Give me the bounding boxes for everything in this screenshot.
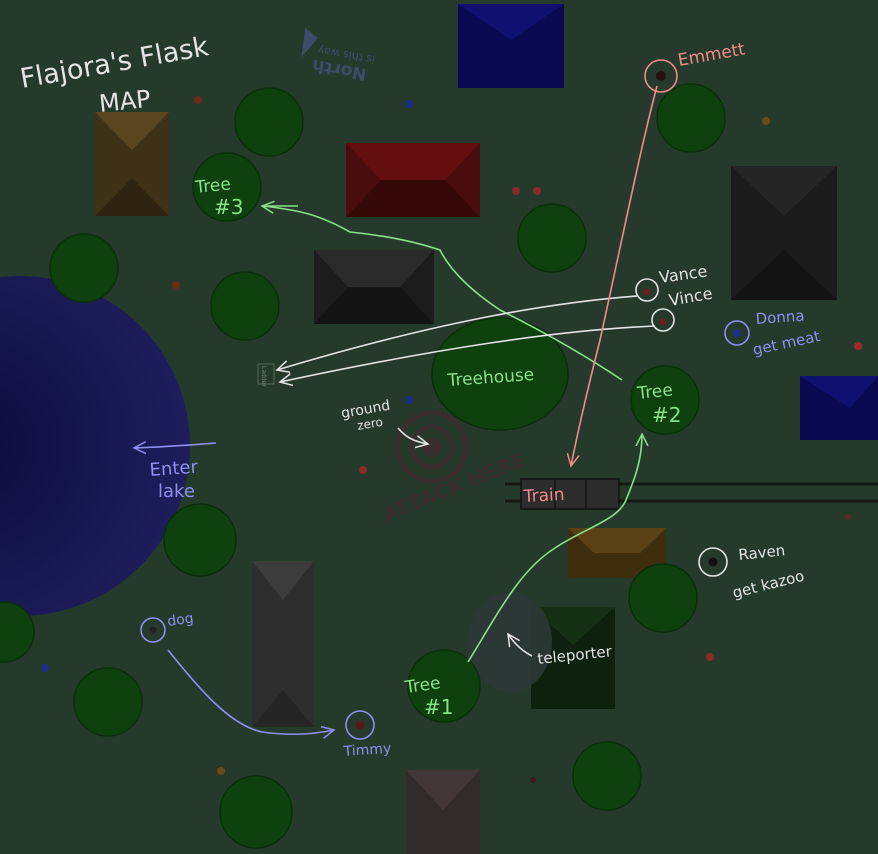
timmy-label: Timmy: [342, 741, 392, 760]
enter-lake-arrow: [134, 443, 217, 448]
ground-zero-pointer: [397, 427, 428, 444]
route-tree1-to-tree2: [467, 434, 642, 663]
raven-name: Raven: [738, 541, 787, 564]
teleporter-pointer: [508, 634, 533, 657]
building-blue-top[interactable]: [458, 4, 564, 88]
building-brown-nw[interactable]: [95, 112, 169, 216]
tree-canopies[interactable]: [0, 83, 726, 849]
scattered-items: [41, 96, 862, 783]
tree3-label: Tree: [193, 174, 231, 198]
ladder-icon[interactable]: Ladder: [257, 363, 275, 387]
building-dark-ne[interactable]: [731, 166, 837, 300]
player-timmy[interactable]: [345, 710, 375, 740]
train[interactable]: [520, 478, 620, 510]
map-subtitle: MAP: [98, 85, 152, 118]
route-vance-to-ladder: [277, 295, 638, 370]
building-brown-south[interactable]: [406, 770, 480, 854]
building-red[interactable]: [346, 143, 480, 217]
train-label: Train: [522, 485, 565, 507]
dog-label: dog: [166, 610, 194, 630]
donna-name: Donna: [755, 307, 805, 328]
enter-lake-label-line1: Enter: [149, 457, 199, 481]
tree2-label: Tree: [635, 380, 673, 404]
player-vince[interactable]: [651, 308, 675, 332]
treehouse-canopy[interactable]: [431, 317, 569, 431]
building-dark-mid[interactable]: [314, 250, 434, 324]
ground-zero-label-line2: zero: [356, 415, 384, 433]
lake[interactable]: [0, 276, 190, 616]
route-dog-to-timmy: [167, 649, 334, 734]
enter-lake-label-line2: lake: [158, 481, 195, 502]
tree1-number: #1: [424, 695, 453, 719]
ladder-label: Ladder: [260, 366, 267, 387]
player-donna[interactable]: [724, 320, 750, 346]
route-tree2-to-tree3: [262, 206, 623, 381]
route-emmett-to-train: [571, 85, 658, 466]
player-dog[interactable]: [140, 617, 166, 643]
building-grey-tall[interactable]: [252, 561, 314, 727]
route-vince-to-ladder: [280, 325, 656, 382]
player-emmett[interactable]: [644, 59, 678, 93]
tree3-number: #3: [214, 195, 243, 219]
player-vance[interactable]: [635, 278, 659, 302]
tree2-number: #2: [652, 403, 681, 427]
player-raven[interactable]: [698, 547, 728, 577]
building-blue-east[interactable]: [800, 376, 878, 440]
